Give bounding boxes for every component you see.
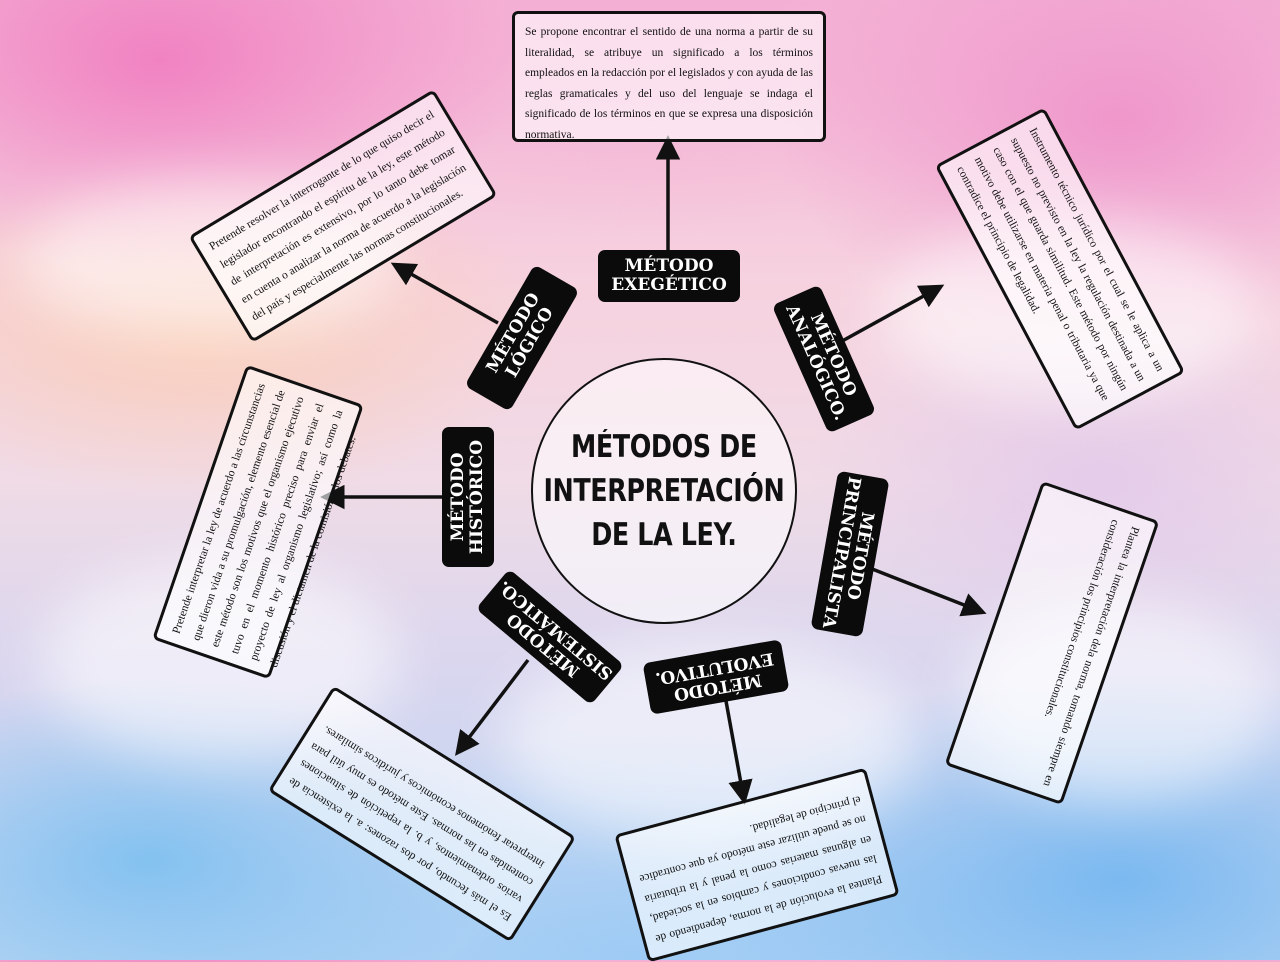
label-metodo-exegetico: MÉTODO EXEGÉTICO	[598, 250, 740, 302]
arrow-sistematico	[455, 658, 530, 756]
arrow-evolutivo	[722, 689, 753, 805]
description-exegetico: Se propone encontrar el sentido de una n…	[512, 11, 826, 142]
label-metodo-historico: MÉTODO HISTÓRICO	[442, 427, 494, 567]
arrow-analogico	[834, 284, 945, 347]
central-topic: MÉTODOS DE INTERPRETACIÓN DE LA LEY.	[531, 358, 797, 624]
arrow-logico	[390, 262, 499, 325]
diagram-title: MÉTODOS DE INTERPRETACIÓN DE LA LEY.	[543, 429, 785, 553]
arrow-principalista	[861, 563, 987, 617]
